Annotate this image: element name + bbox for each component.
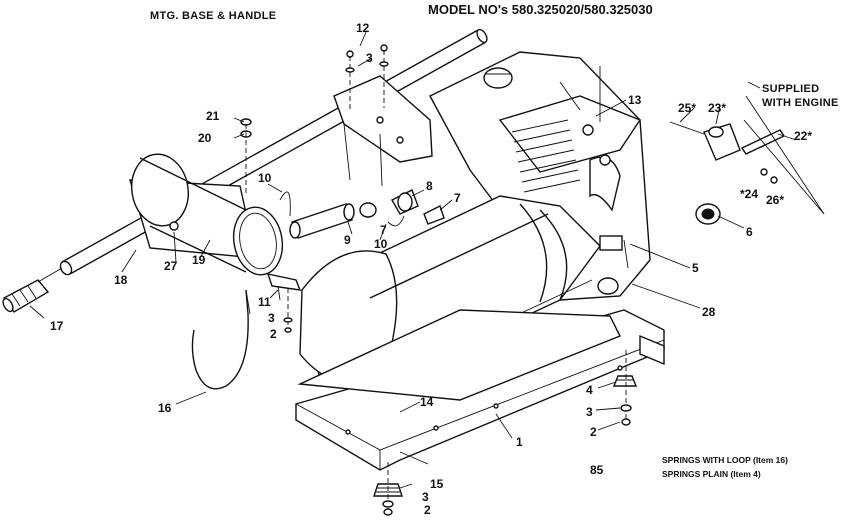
callout-10-upper: 10 xyxy=(258,171,272,185)
footnote-line-2: SPRINGS PLAIN (Item 4) xyxy=(662,469,761,479)
cooling-fins xyxy=(511,119,581,193)
callout-7-right: 7 xyxy=(454,191,461,205)
callout-3: 3 xyxy=(366,51,373,65)
callouts: 12 3 13 21 20 25* 23* 22* 10 8 7 7 9 10 … xyxy=(50,21,812,517)
handle-grip xyxy=(2,267,63,313)
muffler-tube xyxy=(129,153,284,276)
supplied-label: SUPPLIED WITH ENGINE xyxy=(747,81,839,109)
footnote-line-1: SPRINGS WITH LOOP (Item 16) xyxy=(662,455,788,465)
callout-3-bottom: 3 xyxy=(422,490,429,504)
handle-bar xyxy=(59,28,488,276)
starter-solenoid xyxy=(669,95,825,215)
engine xyxy=(429,51,651,301)
supplied-line-1: SUPPLIED xyxy=(762,83,819,95)
callout-12: 12 xyxy=(356,21,370,35)
mount-plate xyxy=(333,44,433,187)
callout-15: 15 xyxy=(430,477,444,491)
callout-4: 4 xyxy=(586,383,593,397)
callout-27: 27 xyxy=(164,259,178,273)
hose xyxy=(279,191,355,239)
callout-19: 19 xyxy=(192,253,206,267)
callout-11: 11 xyxy=(258,295,271,309)
callout-14: 14 xyxy=(420,395,434,409)
loop-spring xyxy=(191,289,251,390)
callout-24: *24 xyxy=(740,187,758,201)
callout-16: 16 xyxy=(158,401,172,415)
page-number: 85 xyxy=(590,463,604,477)
callout-8: 8 xyxy=(426,179,433,193)
callout-2-left: 2 xyxy=(270,327,277,341)
callout-13: 13 xyxy=(628,93,642,107)
callout-20: 20 xyxy=(198,131,212,145)
leader-lines xyxy=(29,31,797,489)
elbow-fitting xyxy=(359,189,445,227)
callout-2-bottom: 2 xyxy=(424,503,431,516)
callout-2-right: 2 xyxy=(590,425,597,439)
callout-1: 1 xyxy=(516,435,523,449)
washer-stack xyxy=(240,118,252,196)
base-frame xyxy=(295,309,665,471)
callout-23: 23* xyxy=(708,101,726,115)
callout-9: 9 xyxy=(344,233,351,247)
model-numbers: MODEL NO's 580.325020/580.325030 xyxy=(428,2,653,17)
spring-front xyxy=(373,462,403,516)
callout-6: 6 xyxy=(746,225,753,239)
callout-28: 28 xyxy=(702,305,716,319)
callout-21: 21 xyxy=(206,109,220,123)
callout-18: 18 xyxy=(114,273,128,287)
callout-5: 5 xyxy=(692,261,699,275)
section-title: MTG. BASE & HANDLE xyxy=(150,10,276,22)
callout-3-left: 3 xyxy=(268,311,275,325)
supplied-line-2: WITH ENGINE xyxy=(762,97,839,109)
callout-22: 22* xyxy=(794,129,812,143)
callout-10-lower: 10 xyxy=(374,237,388,251)
spring-rear xyxy=(612,350,638,426)
callout-17: 17 xyxy=(50,319,64,333)
callout-3-right: 3 xyxy=(586,405,593,419)
callout-25: 25* xyxy=(678,101,696,115)
callout-26: 26* xyxy=(766,193,784,207)
filter-cap xyxy=(695,203,721,225)
bracket xyxy=(266,273,302,336)
callout-7-left: 7 xyxy=(380,223,387,237)
